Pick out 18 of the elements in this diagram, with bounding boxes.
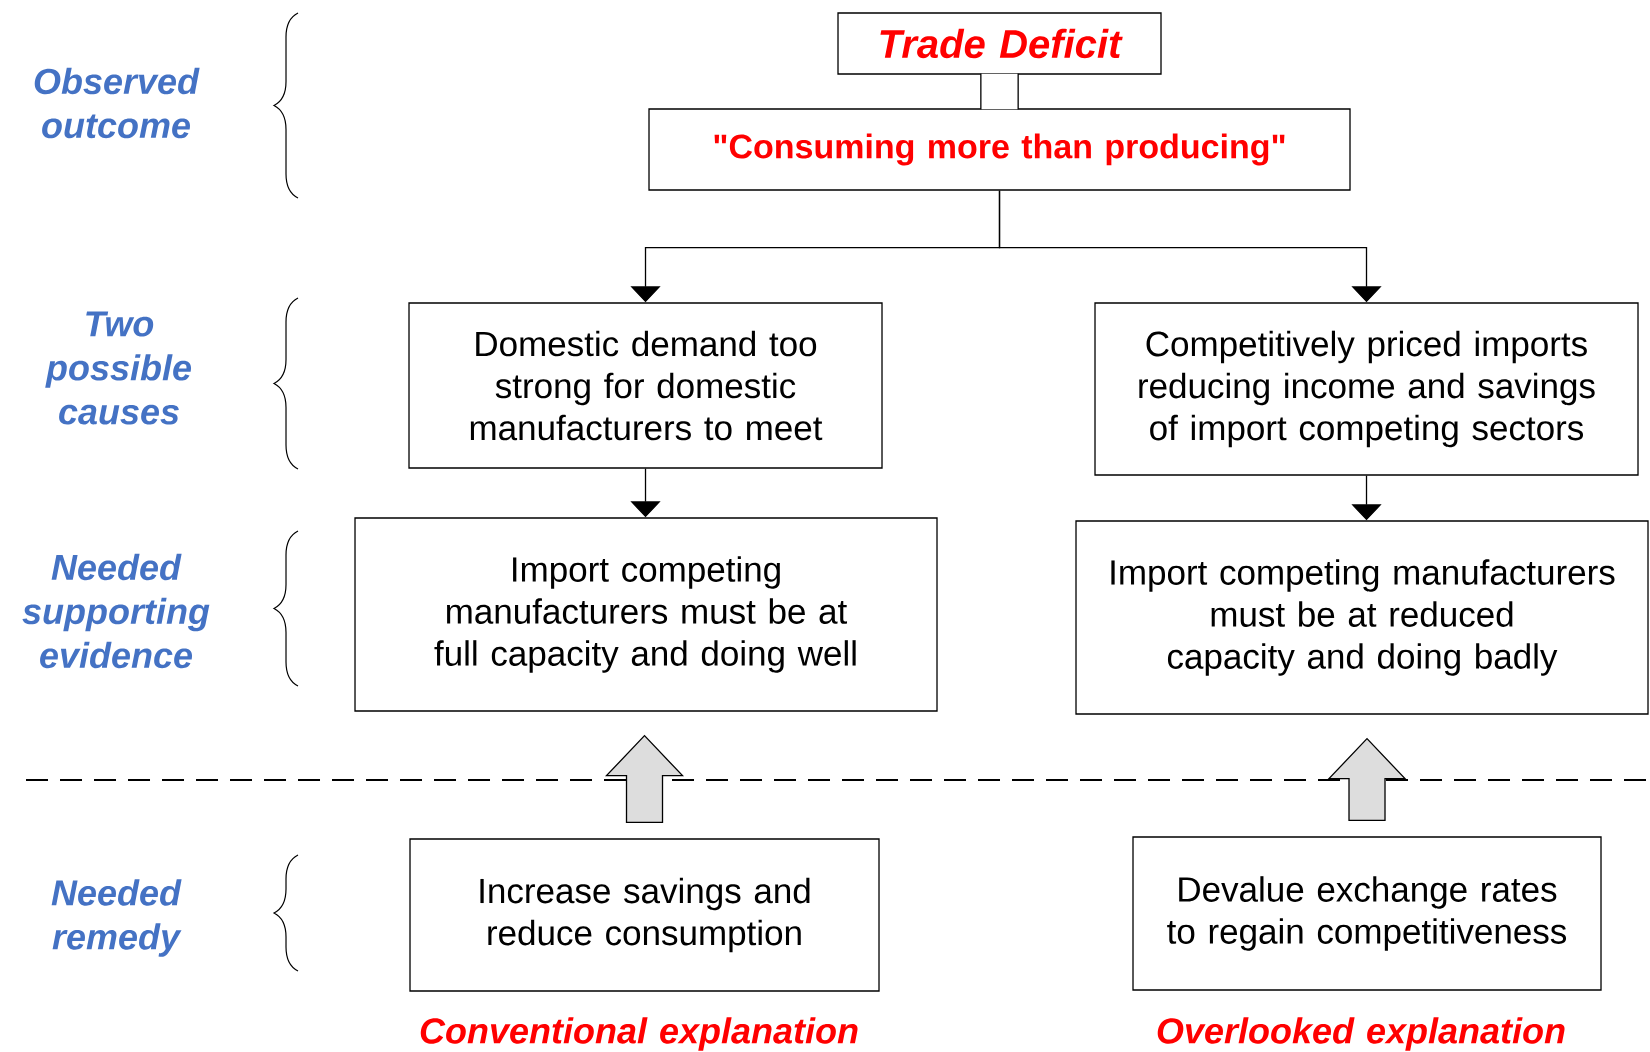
title-box: Trade Deficit xyxy=(837,12,1162,75)
column-label: Overlooked explanation xyxy=(1157,1017,1565,1051)
text-box: Increase savings and reduce consumption xyxy=(409,838,880,992)
row-label: Needed supporting evidence xyxy=(22,553,210,669)
subtitle-box: "Consuming more than producing" xyxy=(648,108,1351,191)
connector-neck xyxy=(980,73,1019,110)
text-box: Competitively priced imports reducing income and savings of import competing sectors xyxy=(1094,302,1639,476)
text-box: Devalue exchange rates to regain competitiveness xyxy=(1132,836,1602,991)
arrow xyxy=(998,190,1382,303)
text-box: Domestic demand too strong for domestic manufacturers to meet xyxy=(408,302,883,469)
row-label: Observed outcome xyxy=(34,67,200,139)
row-label: Needed remedy xyxy=(51,879,182,957)
text-box: Import competing manufacturers must be at reduced capacity and doing badly xyxy=(1075,520,1649,715)
text-box: Import competing manufacturers must be at full capacity and doing well xyxy=(354,517,938,712)
column-label: Conventional explanation xyxy=(420,1017,858,1051)
block-arrow xyxy=(1327,737,1407,821)
block-arrow xyxy=(605,734,685,823)
row-label: Two possible causes xyxy=(45,311,192,425)
